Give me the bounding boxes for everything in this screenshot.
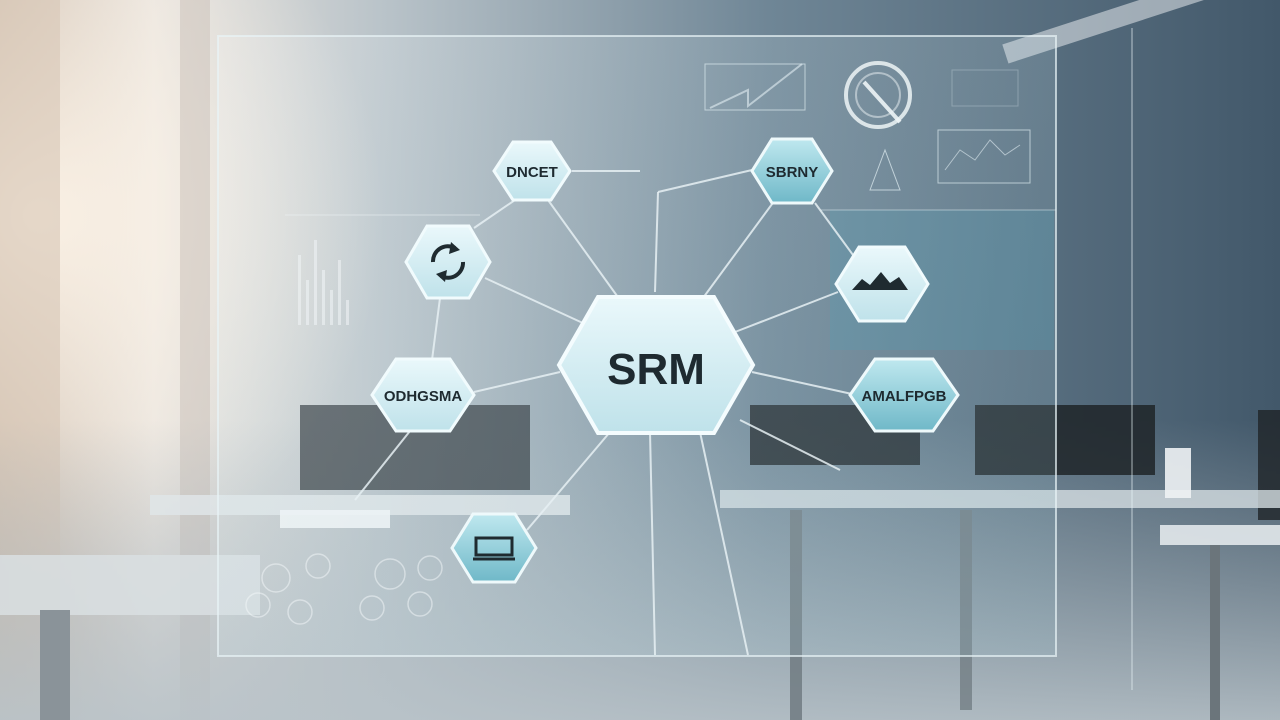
node-label-amalfpgb: AMALFPGB xyxy=(862,388,947,405)
link-sbrny-chart xyxy=(814,202,854,256)
cycle-icon xyxy=(431,242,465,282)
node-label-sbrny: SBRNY xyxy=(766,164,819,181)
mountain-chart-icon xyxy=(852,272,908,290)
link-center-chart xyxy=(734,291,839,333)
node-cycle xyxy=(404,224,492,300)
node-device xyxy=(450,512,538,584)
link-center-sbrny xyxy=(702,199,776,299)
node-srm-center: SRM xyxy=(556,295,756,435)
node-sbrny: SBRNY xyxy=(750,137,834,205)
link-center-down xyxy=(649,431,656,656)
holo-circle-icons xyxy=(245,553,443,625)
link-dncet-cycle xyxy=(473,199,516,229)
diagram-links xyxy=(354,169,854,656)
link-center-amalfpgb xyxy=(751,371,853,395)
link-cycle-odhgsma xyxy=(431,297,441,361)
link-center-dncet xyxy=(547,199,621,301)
device-icon xyxy=(473,536,515,561)
link-center-lower-right xyxy=(699,431,749,656)
link-up-down xyxy=(654,191,659,293)
link-center-device xyxy=(526,431,611,531)
link-odhgsma-down xyxy=(354,430,411,501)
node-dncet: DNCET xyxy=(492,140,572,202)
holo-bar-chart xyxy=(298,240,349,325)
node-odhgsma: ODHGSMA xyxy=(370,357,476,433)
node-chart xyxy=(834,245,930,323)
link-center-cycle xyxy=(484,277,599,331)
node-amalfpgb: AMALFPGB xyxy=(848,357,960,433)
node-label-odhgsma: ODHGSMA xyxy=(384,388,463,405)
link-sbrny-up xyxy=(657,169,753,193)
link-center-odhgsma xyxy=(473,371,561,393)
link-chart-bottom xyxy=(739,419,841,471)
node-label-dncet: DNCET xyxy=(506,164,558,181)
center-label: SRM xyxy=(607,345,705,394)
gauge-icon xyxy=(844,61,912,129)
